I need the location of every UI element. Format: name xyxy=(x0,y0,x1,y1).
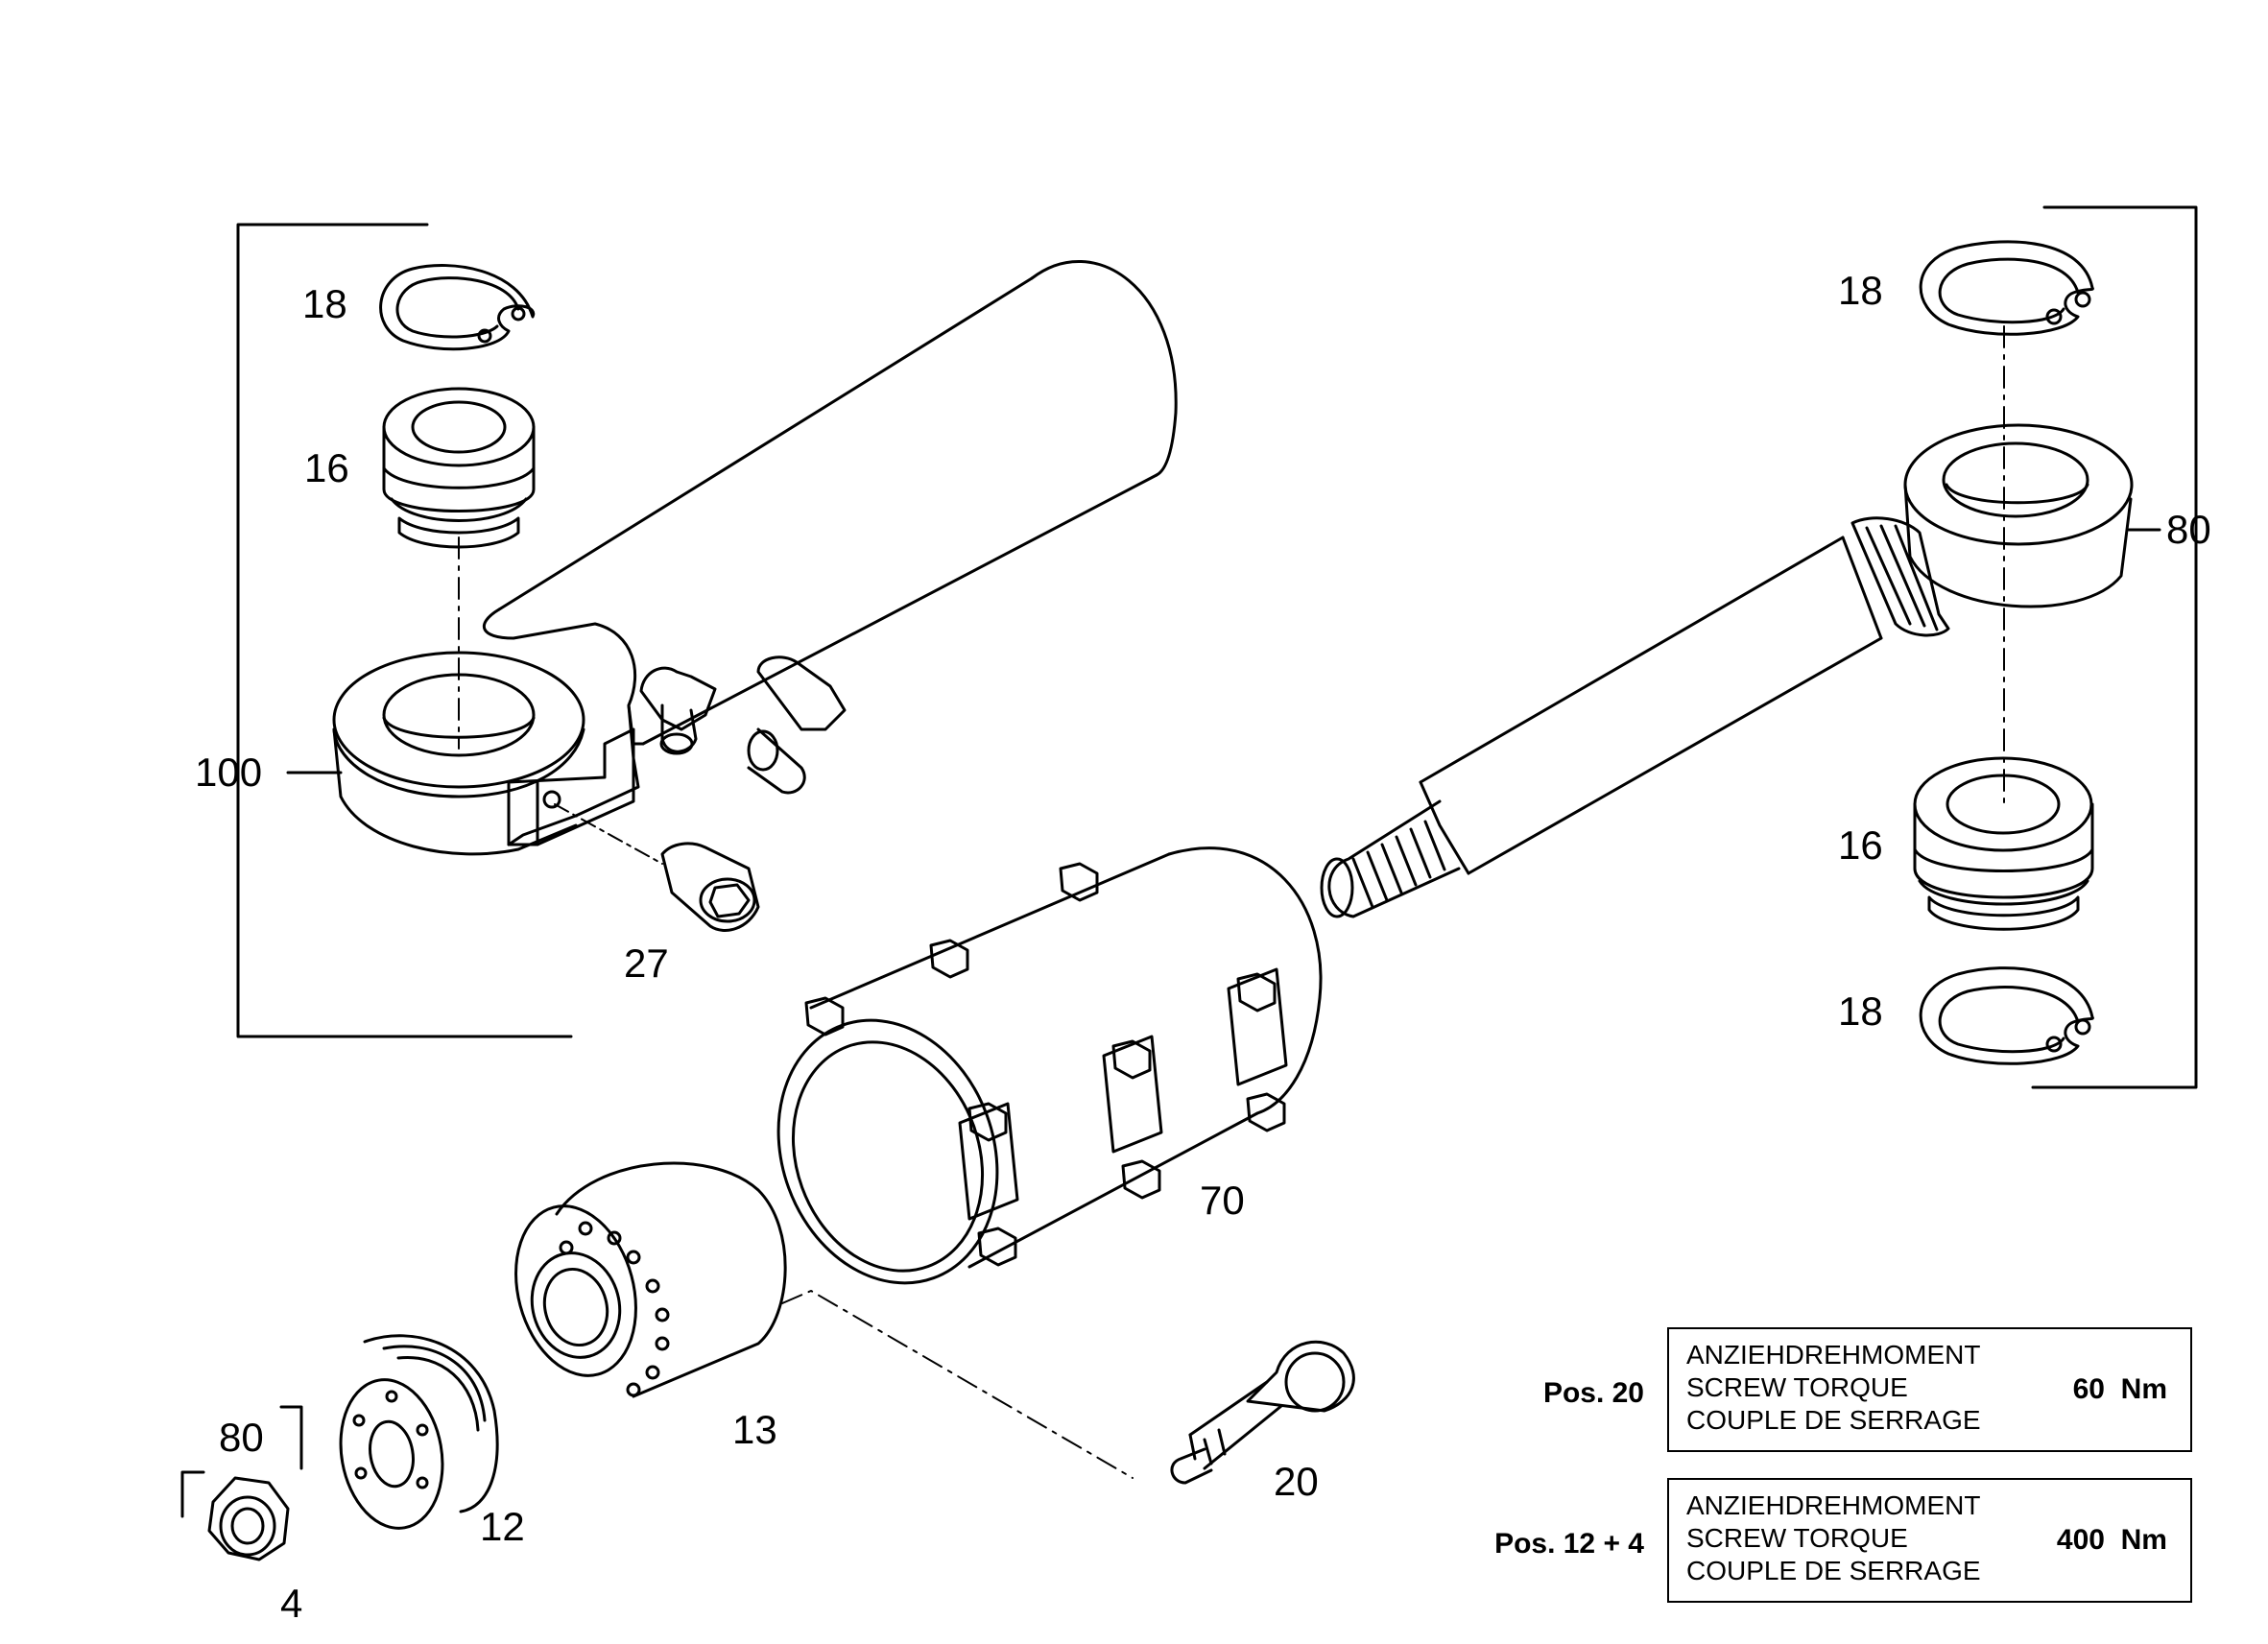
set-screw-27 xyxy=(660,842,760,932)
torque-spec-line: SCREW TORQUE xyxy=(1686,1372,1908,1402)
cylinder-tube-100 xyxy=(332,260,1178,856)
callout-16-bearing-right: 16 xyxy=(1838,822,1883,868)
slotted-nut-4 xyxy=(207,1476,290,1561)
torque-spec-line: ANZIEHDREHMOMENT xyxy=(1686,1340,1981,1370)
bracket-group-80-small xyxy=(180,1470,205,1518)
torque-spec-value-2: 400 Nm xyxy=(2056,1524,2167,1556)
piston-rod-80 xyxy=(1320,423,2134,918)
bearing-bush-16-right xyxy=(1913,756,2094,931)
torque-spec-position-1: Pos. 20 xyxy=(1542,1377,1644,1409)
callout-4-nut: 4 xyxy=(280,1581,303,1626)
callout-18-retaining-ring-right-bottom: 18 xyxy=(1838,989,1883,1034)
callout-16-bearing-left: 16 xyxy=(304,445,349,490)
callout-18-retaining-ring-left: 18 xyxy=(302,281,347,326)
bearing-bush-16-left xyxy=(382,387,536,549)
bracket-group-100 xyxy=(236,223,573,1038)
torque-spec-text-2: ANZIEHDREHMOMENT SCREW TORQUE COUPLE DE … xyxy=(1686,1489,1981,1587)
torque-spec-line: COUPLE DE SERRAGE xyxy=(1686,1405,1981,1435)
torque-spec-line: COUPLE DE SERRAGE xyxy=(1686,1556,1981,1585)
retaining-ring-18-right-bottom xyxy=(1919,966,2094,1065)
callout-80-piston-rod: 80 xyxy=(2166,507,2211,552)
bracket-group-80 xyxy=(2031,205,2198,1089)
callout-13-cylinder-head: 13 xyxy=(732,1407,777,1452)
callout-80-bottom: 80 xyxy=(219,1415,264,1460)
callout-12-piston: 12 xyxy=(480,1504,525,1549)
torque-spec-box-2: ANZIEHDREHMOMENT SCREW TORQUE COUPLE DE … xyxy=(1667,1478,2192,1603)
callout-27-set-screw: 27 xyxy=(624,941,669,986)
torque-spec-box-1: ANZIEHDREHMOMENT SCREW TORQUE COUPLE DE … xyxy=(1667,1327,2192,1452)
callout-18-retaining-ring-right-top: 18 xyxy=(1838,268,1883,313)
piston-12 xyxy=(339,1334,499,1530)
callout-70-clamp-sleeve: 70 xyxy=(1200,1178,1245,1223)
torque-spec-text-1: ANZIEHDREHMOMENT SCREW TORQUE COUPLE DE … xyxy=(1686,1339,1981,1437)
cap-screw-20 xyxy=(1170,1340,1355,1485)
torque-spec-line: ANZIEHDREHMOMENT xyxy=(1686,1490,1981,1520)
clamp-sleeve-70 xyxy=(776,846,1323,1285)
torque-spec-position-2: Pos. 12 + 4 xyxy=(1494,1528,1644,1560)
retaining-ring-18-right-top xyxy=(1919,240,2094,336)
torque-spec-line: SCREW TORQUE xyxy=(1686,1523,1908,1553)
cylinder-head-13 xyxy=(514,1161,787,1398)
retaining-ring-18-left xyxy=(379,264,536,351)
torque-spec-value-1: 60 Nm xyxy=(2072,1373,2167,1405)
callout-100-cylinder-tube: 100 xyxy=(195,750,263,795)
callout-20-cap-screw: 20 xyxy=(1274,1459,1319,1504)
